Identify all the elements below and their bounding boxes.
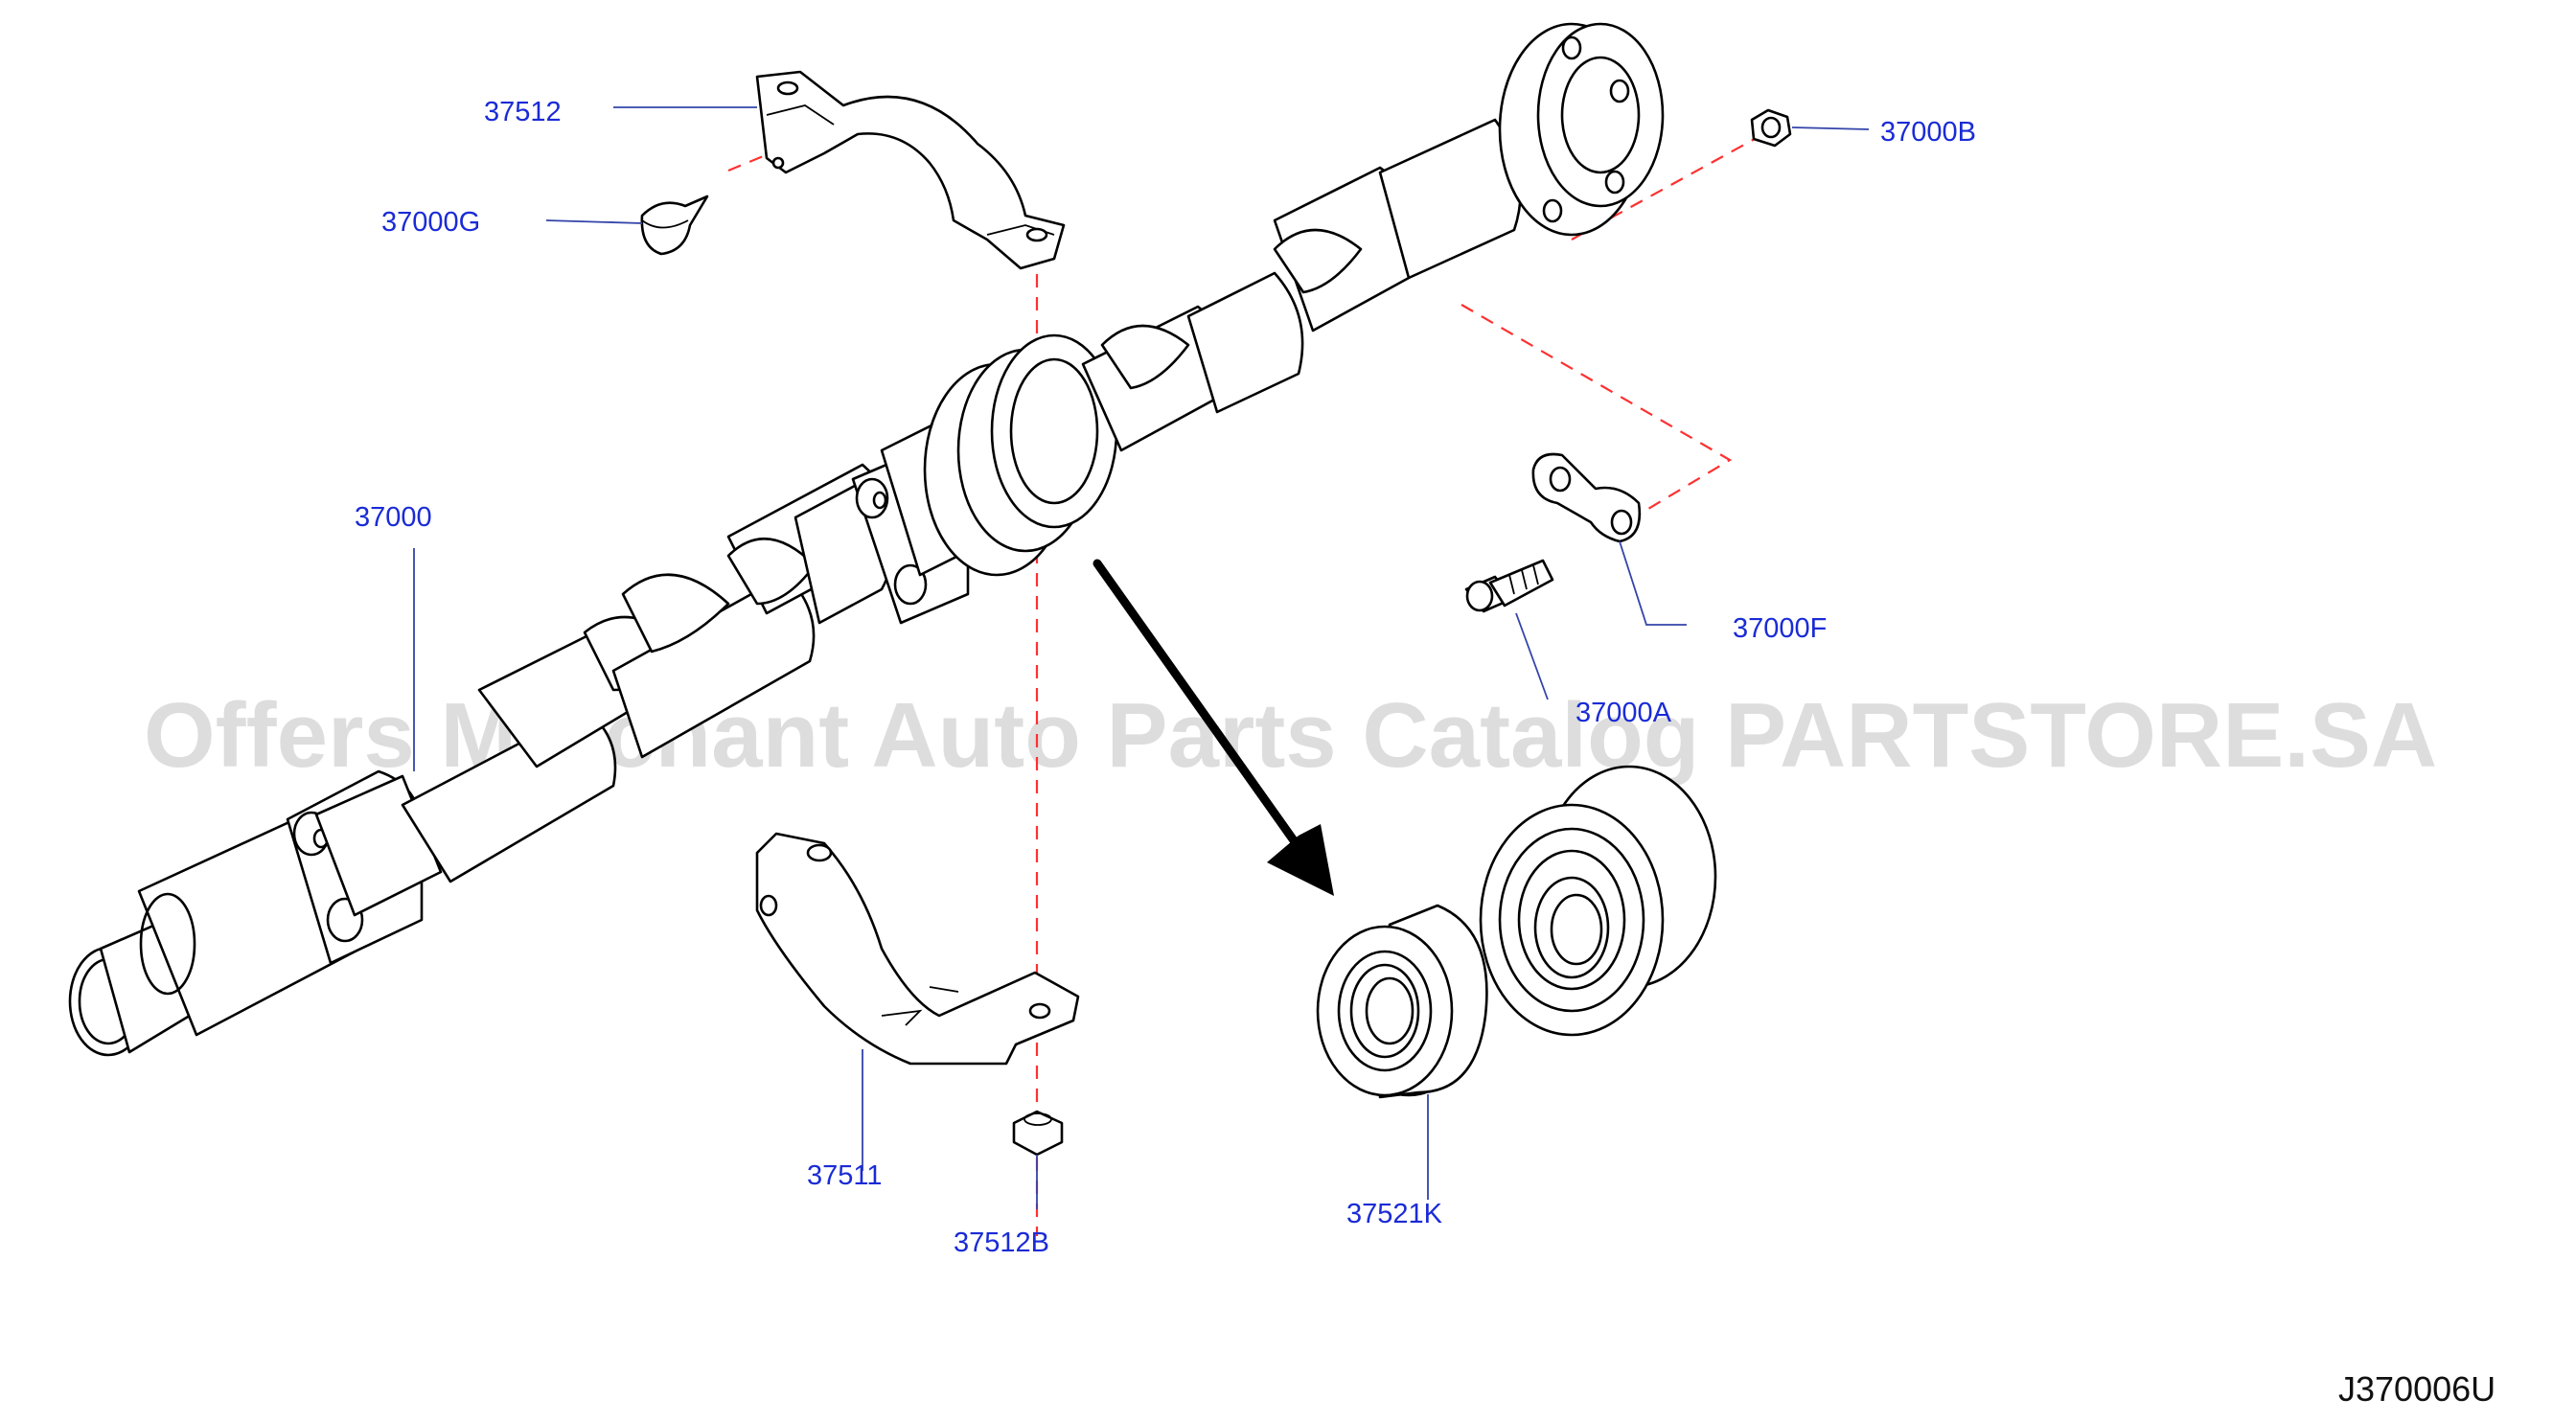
center-bearing-37521k[interactable] xyxy=(1316,904,1488,1099)
label-37000b: 37000B xyxy=(1880,117,1976,148)
rubber-mount[interactable] xyxy=(1479,765,1717,1037)
label-37512b: 37512B xyxy=(954,1227,1049,1258)
label-37511: 37511 xyxy=(807,1160,883,1191)
label-37000a: 37000A xyxy=(1576,698,1672,728)
label-37512: 37512 xyxy=(484,97,562,127)
clip-37000g[interactable] xyxy=(640,195,709,256)
nut-37512b[interactable] xyxy=(1012,1110,1064,1157)
bracket-37511[interactable] xyxy=(755,832,1080,1066)
diagram-code: J370006U xyxy=(2338,1369,2496,1409)
nut-37000b[interactable] xyxy=(1750,108,1792,148)
propeller-shaft-37000[interactable] xyxy=(68,22,1665,1057)
leader-lines xyxy=(413,106,1870,1209)
bracket-37512[interactable] xyxy=(755,70,1066,270)
label-37000: 37000 xyxy=(355,502,432,533)
callout-labels: 37512 37000G 37000 37511 37512B 37521K 3… xyxy=(355,97,2496,1409)
label-37000g: 37000G xyxy=(381,207,480,238)
detail-arrow xyxy=(1092,559,1334,896)
label-37000f: 37000F xyxy=(1733,613,1827,644)
plate-37000f[interactable] xyxy=(1531,452,1642,543)
bolt-37000a[interactable] xyxy=(1464,559,1554,613)
label-37521k: 37521K xyxy=(1346,1199,1443,1229)
